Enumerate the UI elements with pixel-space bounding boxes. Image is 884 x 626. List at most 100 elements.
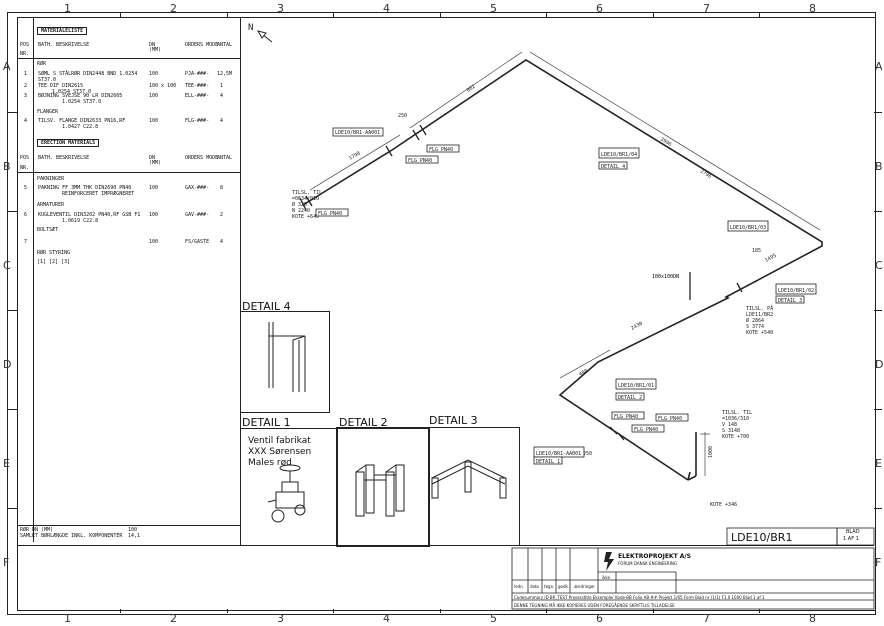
- row-order: FS/GASTE: [185, 239, 210, 245]
- bom-header-line: [17, 58, 240, 59]
- dim: 862: [466, 84, 477, 94]
- erection-title: ERECTION MATERIALS: [37, 139, 100, 147]
- grid-tick: [759, 609, 760, 613]
- col-head: dato: [530, 584, 540, 589]
- grid-row-c-right: C: [875, 259, 883, 272]
- grid-tick: [333, 12, 334, 17]
- support-section: RØR STYRING: [37, 250, 71, 256]
- row-order: GAX-###-: [185, 185, 210, 191]
- label-ref: LDE10/BR1/01: [618, 383, 654, 389]
- row-dn: 100 x 100: [149, 83, 177, 89]
- row-desc: SØML S STÅLRØR DIN2448 BND 1.0254: [38, 71, 138, 77]
- footer-value-2: 14,1: [128, 533, 141, 539]
- connection-left: TILSL. TIL =0634/010 Ø 325 N 2240 KOTE +…: [292, 190, 322, 220]
- grid-tick: [7, 112, 17, 113]
- grid-tick: [546, 12, 547, 17]
- label-detail: DETAIL 1: [536, 459, 560, 465]
- pipe-section: RØR: [37, 61, 47, 67]
- grid-tick: [7, 409, 17, 410]
- note-line: XXX Sørensen: [248, 447, 312, 457]
- gasket-section: PAKNINGER: [37, 176, 65, 182]
- grid-row-f-right: F: [875, 556, 882, 569]
- row-desc2: 1.0254 ST37.0: [52, 89, 92, 95]
- grid-tick: [7, 211, 17, 212]
- bolt-section: BOLTSÆT: [37, 227, 59, 233]
- col-head: godk.: [558, 584, 570, 589]
- grid-tick: [7, 508, 17, 509]
- grid-col-1: 1: [64, 2, 71, 15]
- sheet-number: 1 AF 1: [843, 536, 859, 542]
- dim: 400: [578, 368, 589, 378]
- grid-col-5-bottom: 5: [490, 612, 497, 625]
- grid-col-3: 3: [277, 2, 284, 15]
- grid-row-d-right: D: [875, 358, 884, 371]
- note-line: Ventil fabrikat: [248, 436, 311, 446]
- header-nr: NR.: [20, 165, 30, 171]
- header-qty: ANTAL: [217, 155, 233, 161]
- north-label: N: [248, 23, 253, 33]
- row-desc2: 1.0619 C22.8: [62, 218, 99, 224]
- row-qty: 1: [220, 83, 224, 89]
- grid-tick: [653, 609, 654, 613]
- grid-col-7-bottom: 7: [703, 612, 710, 625]
- title-warning: DENNE TEGNING MÅ IKKE KOPIERES UDEN FORE…: [514, 603, 675, 608]
- grid-row-b: B: [3, 160, 11, 173]
- grid-tick: [874, 112, 882, 113]
- detail-2-graphic: [355, 464, 405, 517]
- row-desc2: ST37.0: [38, 77, 57, 83]
- detail-4-title: DETAIL 4: [242, 300, 291, 313]
- dim: 1495: [764, 253, 777, 264]
- conn-line: KOTE +700: [722, 434, 749, 440]
- connection-mid: TILSL. PÅ LDE11/BR2 Ø 2864 S 3774 KOTE +…: [746, 305, 773, 336]
- dim: 3996: [659, 137, 672, 148]
- grid-col-5: 5: [490, 2, 497, 15]
- detail-3-box: [428, 427, 520, 546]
- boxed-label-text: FLG PN40 FLG PN40 FLG PN40 LDE10/BR1-AA0…: [318, 130, 814, 465]
- grid-row-d: D: [3, 358, 12, 371]
- bom-header-line: [17, 172, 240, 173]
- grid-col-8: 8: [809, 2, 816, 15]
- row-qty: 4: [220, 93, 224, 99]
- title-block-lines: [511, 527, 875, 610]
- grid-tick: [874, 508, 882, 509]
- company-name: ELEKTROPROJEKT A/S: [618, 553, 691, 560]
- header-orders: ORDERS MODE: [185, 155, 219, 161]
- conn-line: Ø 325: [292, 201, 307, 208]
- conn-line: S 3148: [722, 428, 740, 434]
- row-order: PJA-###-: [185, 71, 210, 77]
- row-dn: 100: [149, 93, 159, 99]
- pipe-route: [302, 59, 823, 481]
- label-flg: FLG PN40: [429, 147, 453, 153]
- support-codes: [1] [2] [3]: [37, 259, 71, 265]
- grid-tick: [546, 609, 547, 613]
- row-qty: 4: [220, 118, 224, 124]
- grid-tick: [653, 12, 654, 17]
- title-footer-text: Codesummary ID BR_TEST Prosesstitle Ekse…: [514, 595, 765, 600]
- grid-col-6: 6: [596, 2, 603, 15]
- row-desc: BØJNING SVEJSE 90 LR DIN2605: [38, 93, 123, 99]
- grid-col-1-bottom: 1: [64, 612, 71, 625]
- grid-col-2: 2: [170, 2, 177, 15]
- label-ref: LDE10/BR1/02: [778, 288, 814, 294]
- row-order: GAV-###-: [185, 212, 210, 218]
- conn-line: KOTE +540: [746, 330, 773, 336]
- grid-col-4: 4: [383, 2, 390, 15]
- grid-col-4-bottom: 4: [383, 612, 390, 625]
- header-dn-unit: (MM): [149, 47, 162, 53]
- footer-label-2: SAMLET BØRLÆNGDE INKL. KOMPONENTER: [20, 533, 123, 539]
- grid-tick: [440, 12, 441, 17]
- bom-panel-border: [240, 17, 241, 545]
- bom-col-divider: [33, 17, 34, 542]
- grid-row-b-right: B: [875, 160, 883, 173]
- row-qty: 8: [220, 185, 224, 191]
- header-dn: DN: [149, 42, 156, 48]
- conn-line: TILSL. TIL: [292, 190, 322, 196]
- row-pos: 7: [24, 239, 28, 245]
- label-flg: FLG PN40: [614, 414, 638, 420]
- row-pos: 4: [24, 118, 28, 124]
- flange-section: FLANGER: [37, 109, 59, 115]
- row-dn: 100: [149, 71, 159, 77]
- detail-1-title: DETAIL 1: [242, 416, 291, 429]
- grid-col-6-bottom: 6: [596, 612, 603, 625]
- dim: 1790: [348, 151, 361, 162]
